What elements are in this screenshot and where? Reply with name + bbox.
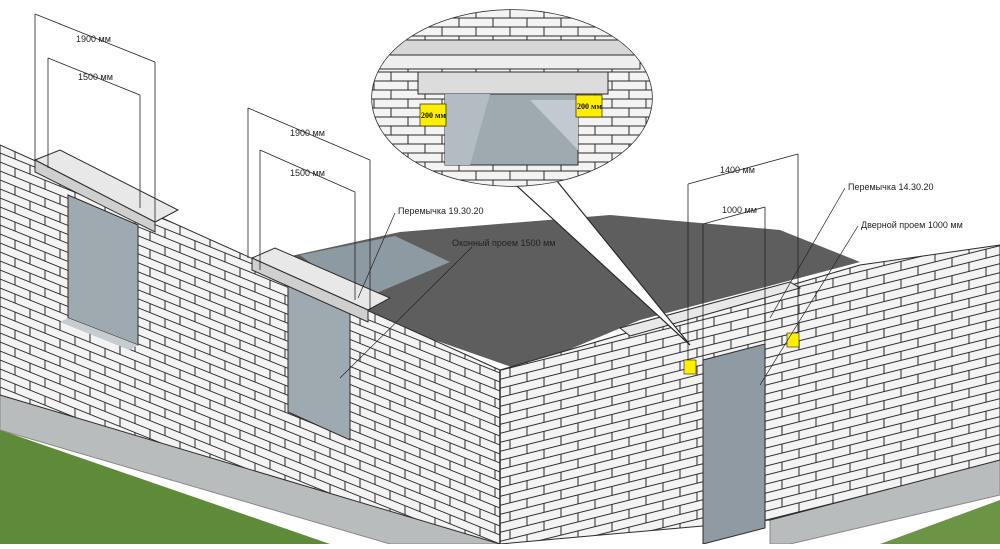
lintel-door-label: Перемычка 14.30.20 — [848, 182, 934, 192]
dim-left-outer: 1900 мм — [76, 34, 111, 44]
callout-support-left: 200 мм — [421, 111, 446, 120]
grass — [0, 430, 330, 544]
door-opening-label: Дверной проем 1000 мм — [861, 220, 963, 230]
dim-mid-window — [247, 107, 371, 310]
dim-door-inner: 1000 мм — [722, 205, 757, 215]
dim-door-outer: 1400 мм — [720, 165, 755, 175]
dim-mid-outer: 1900 мм — [290, 128, 325, 138]
callout-support-right: 200 мм — [577, 102, 602, 111]
dim-door — [687, 153, 799, 362]
leader-lines — [339, 187, 859, 386]
left-window-sill — [60, 318, 138, 350]
lintel-window-label: Перемычка 19.30.20 — [398, 206, 484, 216]
dim-left-window — [34, 13, 156, 222]
door-support-marker-right — [786, 332, 800, 348]
floor-light-patch — [300, 236, 450, 300]
door-support-marker-left — [683, 359, 697, 375]
dim-left-inner: 1500 мм — [78, 72, 113, 82]
door-opening — [702, 343, 766, 545]
window-opening-label: Оконный проем 1500 мм — [452, 238, 555, 248]
grass-right — [880, 500, 1000, 544]
mid-lintel-front — [251, 257, 369, 323]
callout-detail — [372, 10, 652, 186]
left-lintel-front — [34, 159, 156, 233]
dim-mid-inner: 1500 мм — [290, 168, 325, 178]
